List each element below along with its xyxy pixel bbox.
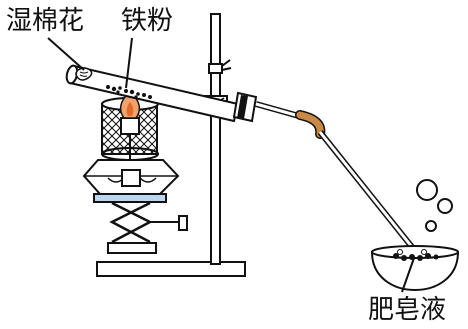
jack-top-plate bbox=[93, 193, 167, 203]
soap-dish bbox=[370, 245, 460, 292]
leader-lines bbox=[47, 37, 415, 293]
jack-knob bbox=[178, 215, 188, 231]
jack-bottom-plate bbox=[107, 242, 157, 254]
lamp-wick-holder bbox=[121, 169, 141, 187]
delivery-tube bbox=[255, 101, 419, 254]
label-soap-solution: 肥皂液 bbox=[368, 295, 447, 325]
alcohol-lamp bbox=[82, 159, 180, 195]
rubber-tubing bbox=[296, 111, 324, 138]
lab-jack bbox=[93, 193, 188, 254]
label-wet-cotton: 湿棉花 bbox=[6, 6, 85, 36]
wet-cotton-plug bbox=[75, 67, 93, 81]
iron-powder bbox=[106, 85, 152, 99]
stand-base bbox=[96, 261, 246, 277]
label-iron-powder: 铁粉 bbox=[121, 6, 174, 36]
test-tube bbox=[65, 64, 258, 123]
soap-bubbles-in-dish bbox=[393, 249, 439, 261]
lamp-burner bbox=[120, 117, 140, 135]
clamp-knob bbox=[208, 63, 223, 74]
stand-rod bbox=[210, 13, 221, 265]
rising-bubbles bbox=[416, 179, 453, 232]
